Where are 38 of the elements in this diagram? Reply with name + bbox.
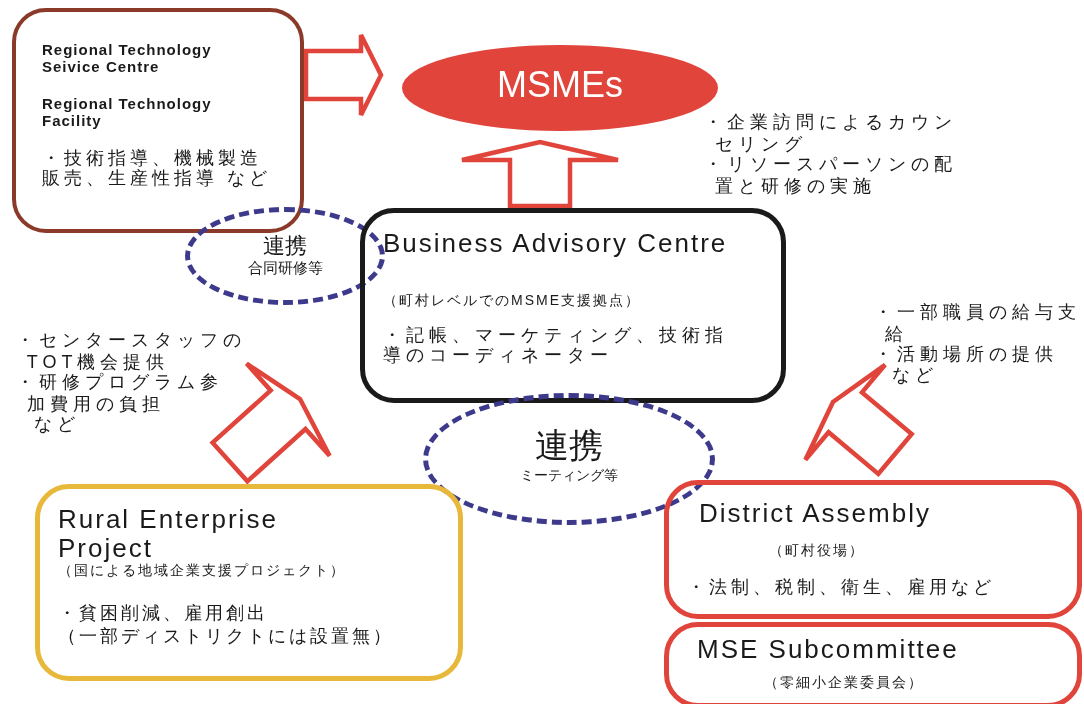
block-arrow	[803, 362, 915, 478]
block-arrow	[303, 32, 384, 118]
info-box	[35, 484, 463, 681]
bullet-text: ・法制、税制、衛生、雇用など	[687, 577, 996, 598]
note-text: など	[34, 414, 81, 436]
box-subtitle: （町村役場）	[769, 543, 866, 559]
box-subtitle: （町村レベルでのMSME支援拠点）	[383, 293, 642, 309]
box-title: District Assembly	[699, 499, 932, 529]
bullet-text: ・記帳、マーケティング、技術指導のコーディネーター	[383, 325, 728, 366]
block-arrow	[459, 139, 621, 209]
note-text: ・一部職員の給与支給	[874, 302, 1082, 345]
ellipse-label: 合同研修等	[246, 260, 324, 277]
ellipse-label: 連携	[262, 234, 308, 259]
note-text: ・活動場所の提供	[874, 344, 1059, 366]
box-subtitle: （国による地域企業支援プロジェクト）	[58, 563, 347, 579]
dashed-circle	[185, 207, 385, 305]
info-box	[664, 480, 1082, 619]
note-text: など	[892, 365, 939, 387]
ellipse-label: ミーティング等	[519, 468, 619, 484]
note-text: ・センタースタッフのTOT機会提供	[16, 330, 247, 372]
note-text: ・リソースパーソンの配置と研修の実施	[704, 154, 958, 198]
block-arrow	[209, 361, 332, 485]
bullet-text: ・技術指導、機械製造販売、生産性指導 など	[42, 148, 272, 189]
box-title: Rural Enterprise Project	[58, 505, 279, 564]
note-text: ・研修プログラム参加費用の負担	[16, 372, 224, 416]
bullet-text: ・貧困削減、雇用創出	[58, 603, 269, 624]
box-subtitle: （零細小企業委員会）	[764, 675, 925, 691]
note-text: ・企業訪問によるカウンセリング	[704, 112, 958, 156]
box-title: Regional Technology Facility	[42, 96, 213, 130]
box-title: Regional Technology Seivice Centre	[42, 42, 213, 76]
ellipse-label: 連携	[534, 426, 604, 465]
info-box	[360, 208, 786, 403]
box-title: MSE Subcommittee	[697, 635, 960, 665]
box-title: Business Advisory Centre	[383, 229, 729, 259]
info-box	[12, 8, 304, 233]
bullet-text: （一部ディストリクトには設置無）	[58, 626, 395, 647]
info-box	[664, 622, 1082, 704]
ellipse-label: MSMEs	[496, 65, 624, 106]
